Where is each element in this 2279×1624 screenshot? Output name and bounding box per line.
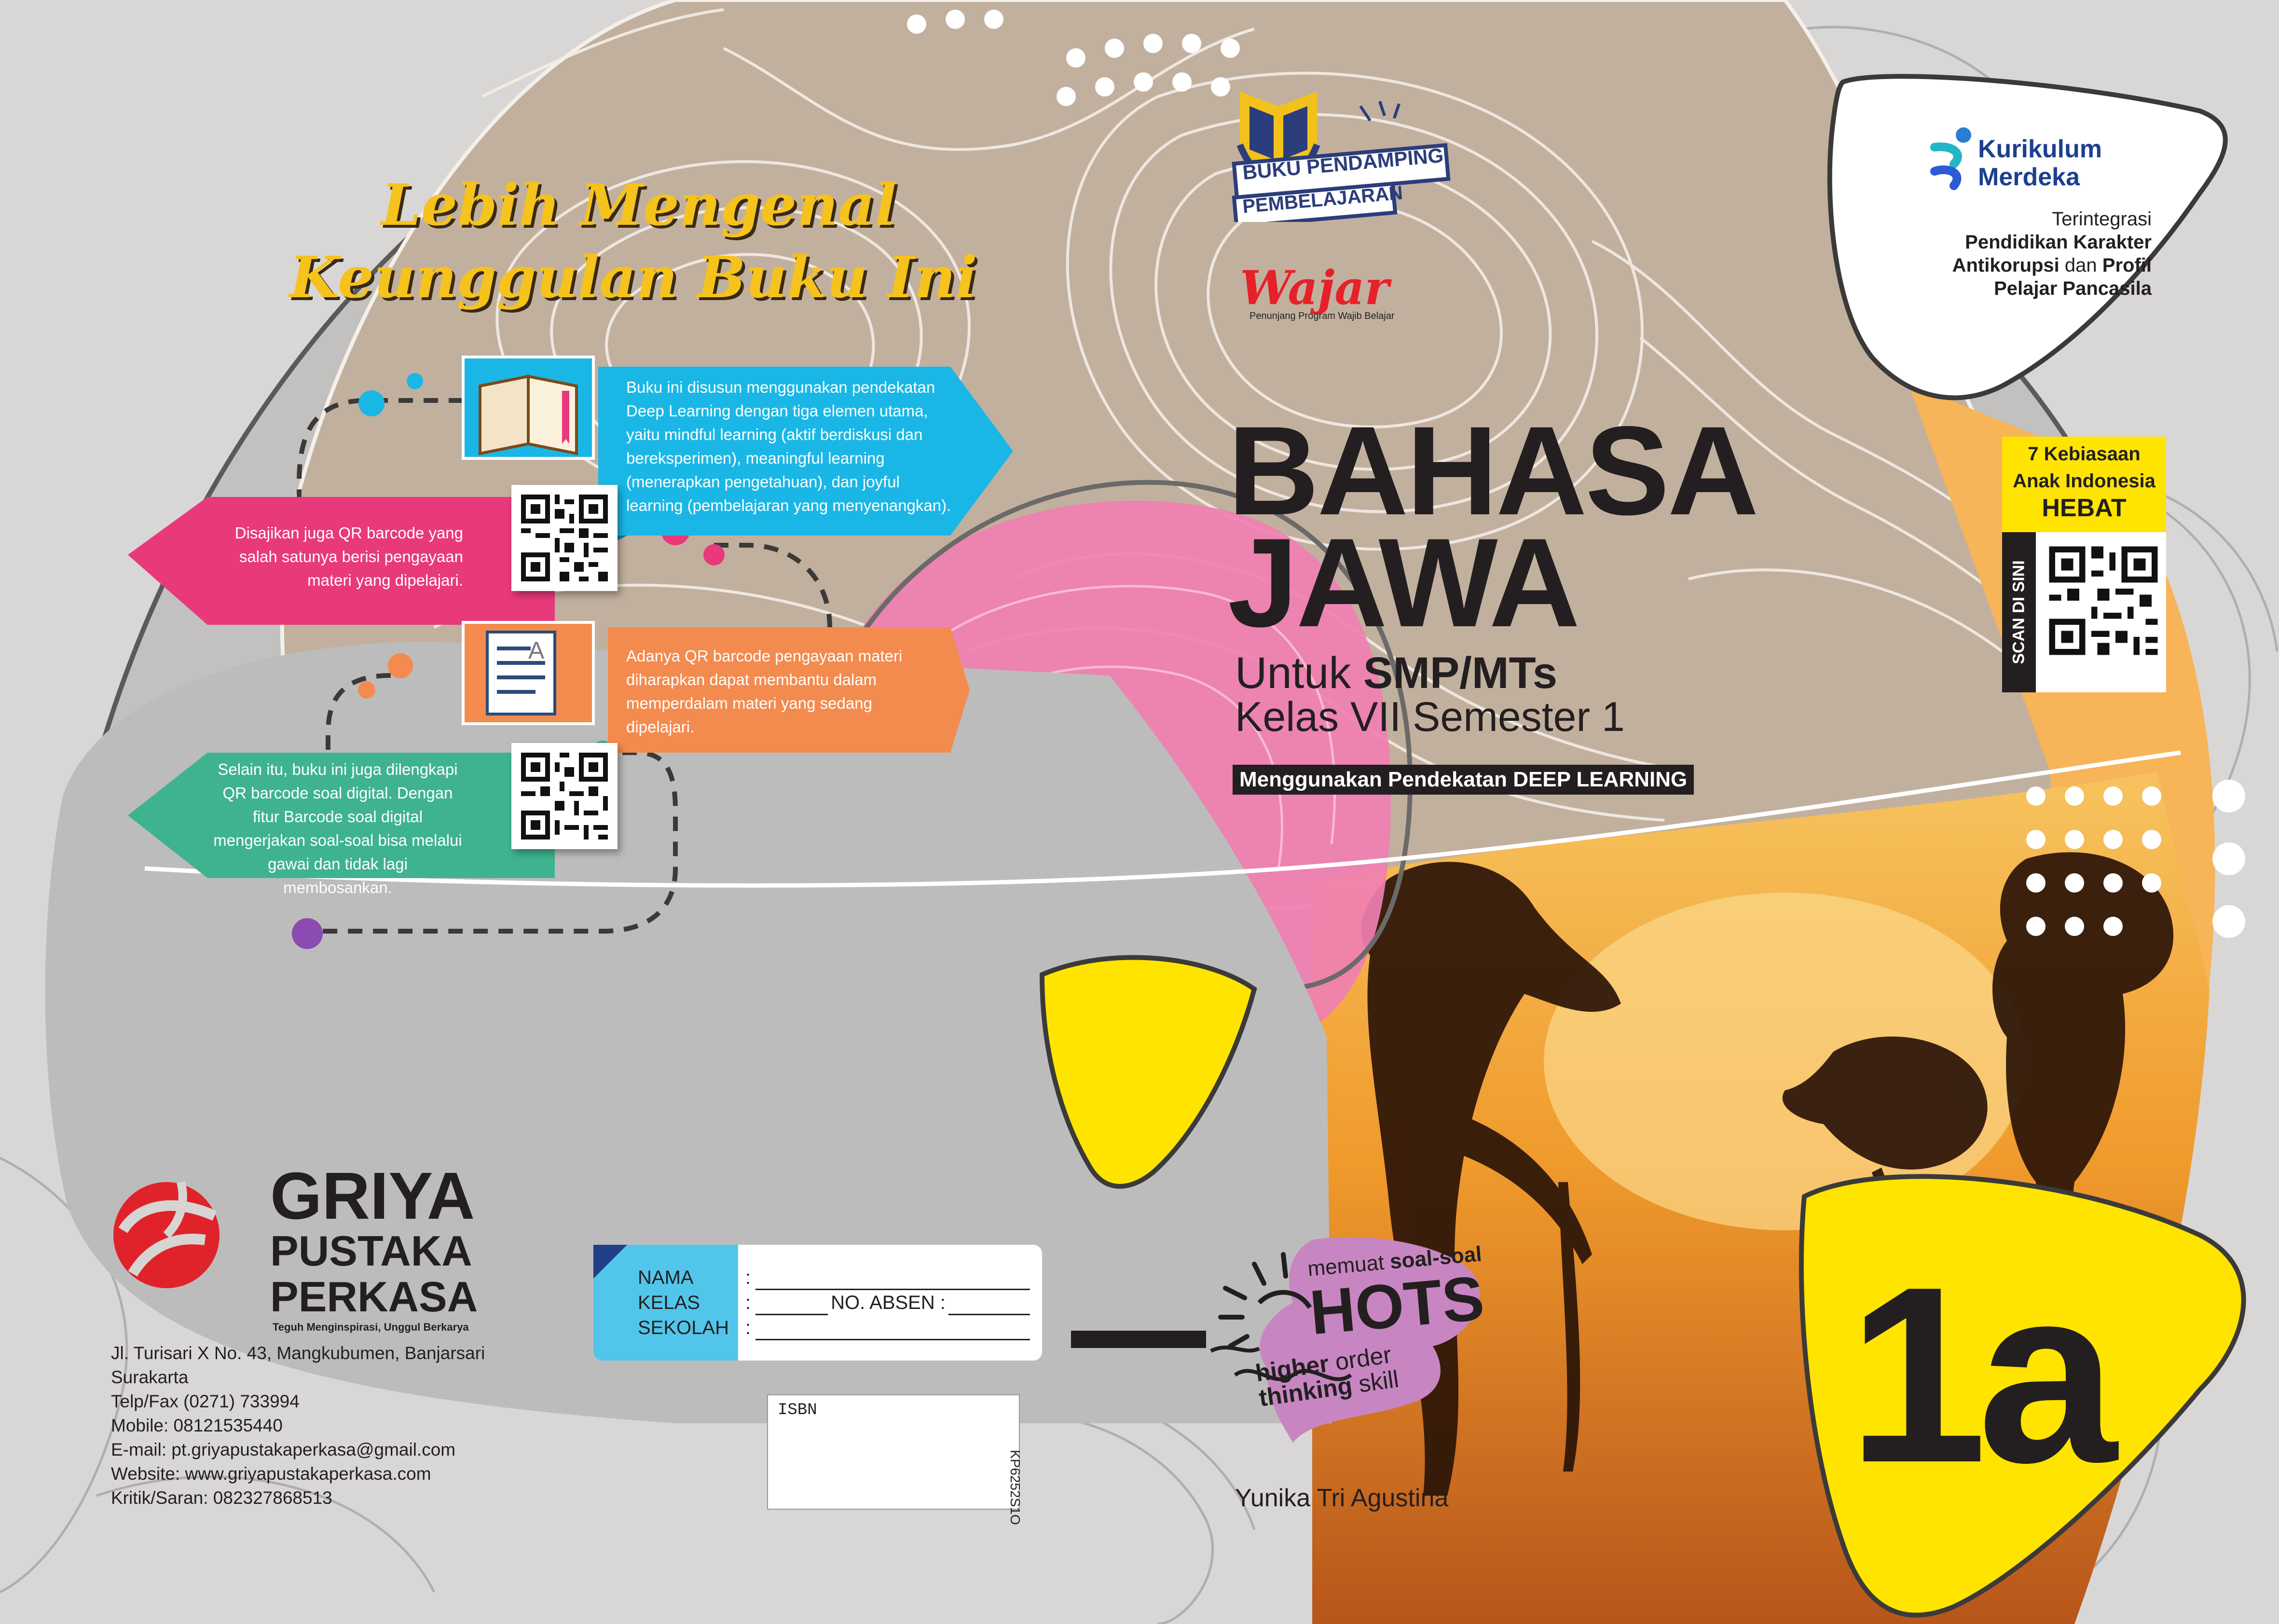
nama-row: : [745,1265,1030,1290]
kebiasaan-line-1: 7 Kebiasaan [2028,443,2141,465]
address-line: Surakarta [111,1367,189,1387]
sekolah-field[interactable] [755,1321,1030,1340]
kurikulum-name-1: Kurikulum [1978,135,2102,163]
wajar-logo: Wajar [1240,261,1389,315]
qr-icon [516,748,613,844]
feature-text-enrichment: Adanya QR barcode pengayaan materi dihar… [626,644,935,739]
isbn-label: ISBN [778,1401,817,1419]
publisher-logo [109,1172,224,1295]
griya-logo-icon [113,1181,220,1288]
kurikulum-merdeka-logo [1925,125,1978,195]
scan-label: SCAN DI SINI [2009,560,2028,664]
kurikulum-t3a: Antikorupsi [1952,255,2059,276]
book-logo-icon [1232,92,1451,229]
feature-text-2: Disajikan juga QR barcode yang salah sat… [234,524,463,589]
publisher-address: Jl. Turisari X No. 43, Mangkubumen, Banj… [111,1341,485,1510]
kelas-row: : NO. ABSEN : [745,1290,1030,1315]
label-kelas: KELAS [638,1292,700,1313]
scan-strip: SCAN DI SINI [2002,532,2036,692]
kelas-field[interactable] [755,1295,828,1315]
volume-number: 1a [1848,1235,2117,1515]
heading-line-1: Lebih Mengenal [381,171,897,238]
product-code: KP6252S1O [1008,1450,1023,1525]
qr-kebiasaan[interactable] [2043,540,2164,661]
kebiasaan-qr-card: 7 Kebiasaan Anak Indonesia HEBAT SCAN DI… [2002,437,2166,692]
publisher-tagline: Teguh Menginspirasi, Unggul Berkarya [273,1321,469,1333]
form-fields: : : NO. ABSEN : : [745,1265,1030,1340]
title-level-bold: SMP/MTs [1363,648,1558,698]
address-line: Jl. Turisari X No. 43, Mangkubumen, Banj… [111,1343,485,1363]
address-line[interactable]: Website: www.griyapustakaperkasa.com [111,1464,431,1484]
title-level: Untuk SMP/MTs [1235,649,1557,697]
kurikulum-merdeka-icon [1930,127,1971,190]
address-line: Telp/Fax (0271) 733994 [111,1391,300,1411]
kurikulum-t3c: Profil [2102,255,2152,276]
banner-orange [608,627,970,753]
colon: : [745,1292,751,1313]
qr-code-enrichment[interactable] [511,485,618,591]
title-kelas: Kelas VII Semester 1 [1235,694,1625,740]
kebiasaan-line-3: HEBAT [2042,494,2127,522]
hots-badge-shape [1210,1237,1480,1443]
address-line[interactable]: E-mail: pt.griyapustakaperkasa@gmail.com [111,1440,456,1459]
kurikulum-integration-text: Terintegrasi Pendidikan Karakter Antikor… [1872,207,2152,300]
colon: : [745,1317,751,1338]
publisher-name-3: PERKASA [270,1273,478,1321]
kurikulum-t4: Pelajar Pancasila [1994,278,2152,299]
kurikulum-merdeka-name: Kurikulum Merdeka [1978,135,2102,191]
kurikulum-t3b: dan [2059,255,2102,276]
publisher-name-1: GRIYA [270,1159,475,1233]
label-sekolah: SEKOLAH [638,1317,729,1338]
isbn-box: ISBN [767,1394,1020,1510]
nama-field[interactable] [755,1270,1030,1290]
form-labels: NAMA KELAS SEKOLAH [638,1265,729,1340]
feature-text-qr: Disajikan juga QR barcode yang salah sat… [212,521,463,592]
kebiasaan-line-2: Anak Indonesia [2013,470,2155,492]
label-nama: NAMA [638,1267,694,1288]
heading-line-2: Keunggulan Buku Ini [289,244,977,311]
label-absen: NO. ABSEN : [831,1292,946,1313]
absen-field[interactable] [948,1295,1030,1315]
banner-pink [128,497,555,625]
feature-text-3: Adanya QR barcode pengayaan materi dihar… [626,647,903,736]
feature-text-4: Selain itu, buku ini juga dilengkapi QR … [213,760,462,896]
banner-green [128,753,555,878]
address-line: Mobile: 08121535440 [111,1416,283,1435]
kurikulum-name-2: Merdeka [1978,163,2080,191]
kurikulum-t1: Terintegrasi [2052,208,2152,230]
colon: : [745,1267,751,1288]
title-line-2: JAWA [1228,512,1580,653]
title-untuk: Untuk [1235,648,1363,698]
hots-badge: memuat soal-soal HOTS higher order think… [1206,1235,1496,1452]
form-corner [593,1245,627,1279]
wajar-subtitle: Penunjang Program Wajib Belajar [1249,311,1395,321]
hots-title: HOTS [1307,1262,1487,1348]
kurikulum-t2: Pendidikan Karakter [1965,232,2152,253]
feature-text-digital-quiz: Selain itu, buku ini juga dilengkapi QR … [212,757,463,899]
author-name: Yunika Tri Agustina [1235,1484,1449,1512]
divider-bar [1071,1331,1206,1348]
address-line: Kritik/Saran: 082327868513 [111,1488,332,1508]
student-name-form: NAMA KELAS SEKOLAH : : NO. ABSEN : : [593,1245,1042,1361]
feature-text-deep-learning: Buku ini disusun menggunakan pendekatan … [626,375,959,517]
svg-text:A: A [528,637,545,664]
kebiasaan-label: 7 Kebiasaan Anak Indonesia HEBAT [2002,437,2166,532]
qr-icon [516,490,613,586]
hots-l2b: skill [1357,1365,1400,1398]
feature-text-1: Buku ini disusun menggunakan pendekatan … [626,378,951,514]
publisher-name-2: PUSTAKA [270,1227,472,1275]
approach-tag: Menggunakan Pendekatan DEEP LEARNING [1233,765,1694,795]
buku-pendamping-badge: BUKU PENDAMPING PEMBELAJARAN Wajar Penun… [1230,77,1471,328]
sekolah-row: : [745,1315,1030,1340]
banner-blue [598,367,1013,536]
qr-code-digital-quiz[interactable] [511,743,618,849]
title-line-1: BAHASA [1228,400,1759,541]
